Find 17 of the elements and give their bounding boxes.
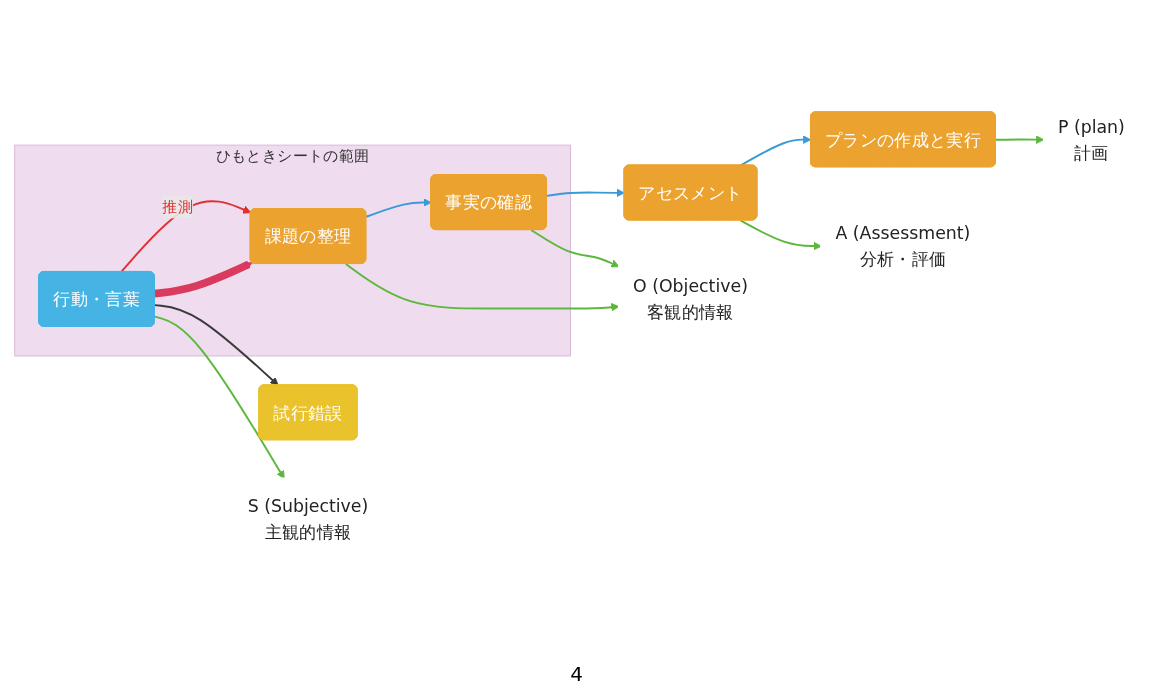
arrow — [364, 198, 432, 218]
cluster — [13, 144, 571, 357]
arrow — [344, 263, 619, 312]
arrow — [739, 135, 811, 167]
arrow — [545, 188, 625, 198]
node-text: P (plan) 計画 — [1057, 116, 1125, 163]
arrow — [739, 219, 822, 251]
node-text: A (Assessment) 分析・評価 — [835, 222, 970, 269]
arrow — [153, 260, 253, 298]
arrow — [529, 229, 619, 268]
node-text: S (Subjective) 主観的情報 — [247, 495, 368, 542]
page-number: 4 — [570, 662, 583, 686]
arrow — [153, 304, 279, 386]
flowchart-drawing: ひもときシートの範囲 推測 行動・言葉 課題の整理 事実の確認 試行錯誤 アセスメント プランの作成と実行 S (Subjective) 主観的情報 O (Objective) 客観的情報 A (Assessment) 分析・評価 P (plan) 計画 — [6, 0, 1147, 658]
arrow — [994, 135, 1044, 144]
node-text: O (Objective) 客観的情報 — [632, 275, 748, 323]
arrow — [153, 315, 285, 480]
